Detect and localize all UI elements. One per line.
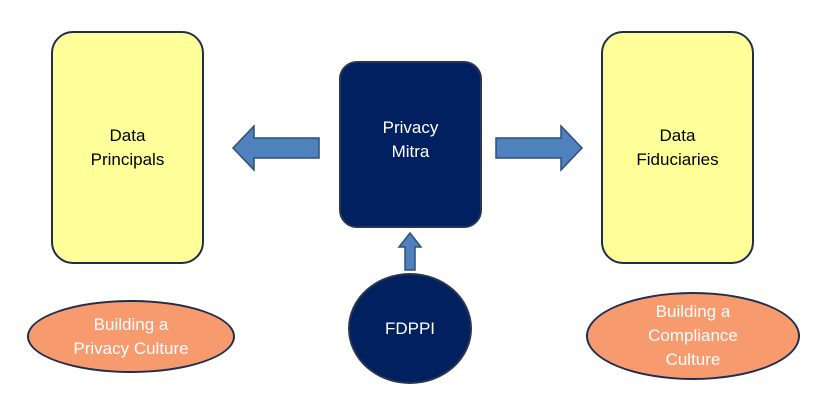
- compliance-culture-oval: Building a Compliance Culture: [586, 292, 800, 380]
- privacy-culture-oval: Building a Privacy Culture: [27, 300, 235, 373]
- data-fiduciaries-box: Data Fiduciaries: [601, 31, 754, 264]
- arrow-to-data-fiduciaries: [495, 124, 584, 172]
- privacy-mitra-label: Privacy Mitra: [382, 117, 439, 161]
- data-principals-box: Data Principals: [51, 31, 204, 264]
- privacy-culture-label: Building a Privacy Culture: [73, 314, 189, 358]
- data-fiduciaries-label: Data Fiduciaries: [636, 125, 719, 169]
- compliance-culture-label: Building a Compliance Culture: [648, 302, 738, 369]
- fdppi-label: FDPPI: [384, 318, 436, 338]
- privacy-mitra-box: Privacy Mitra: [339, 61, 482, 228]
- arrow-fdppi-to-privacy-mitra: [397, 231, 423, 271]
- fdppi-oval: FDPPI: [348, 273, 472, 384]
- data-principals-label: Data Principals: [90, 125, 165, 169]
- arrow-to-data-principals: [231, 124, 320, 172]
